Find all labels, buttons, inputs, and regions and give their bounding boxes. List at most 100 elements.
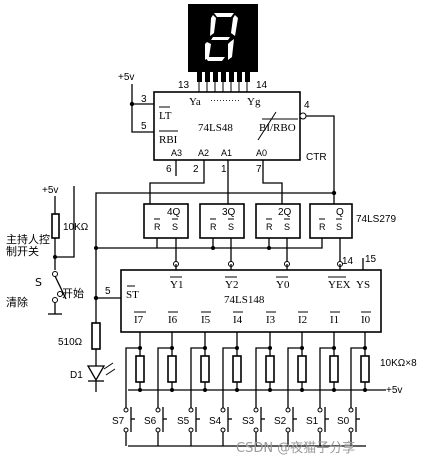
switch-contact xyxy=(285,427,291,433)
r10k-label: 10KΩ xyxy=(63,222,89,233)
switch-branch-wire xyxy=(287,347,302,410)
switch-branch-wire xyxy=(157,347,172,410)
switch-pole[interactable] xyxy=(52,271,58,277)
latch-q: Q R S xyxy=(309,203,353,239)
ya-label: Ya xyxy=(189,96,201,108)
display-pin xyxy=(229,72,234,82)
y0-label: Y0 xyxy=(276,279,290,291)
switch-contact-start xyxy=(57,291,63,297)
chip3-name: 74LS148 xyxy=(224,294,265,306)
pin-5-top-label: 5 xyxy=(141,121,147,132)
start-label: 开始 xyxy=(62,286,84,300)
encoder-output-wires xyxy=(175,264,341,270)
latch-s-label: S xyxy=(172,222,178,232)
bi-rbo-slash xyxy=(257,111,277,141)
d1-label: D1 xyxy=(70,370,83,381)
i5-label: I5 xyxy=(201,314,211,326)
y1-label: Y1 xyxy=(170,279,183,291)
segment-a xyxy=(214,13,234,17)
latch-r-label: R xyxy=(210,222,217,232)
a1-label: A1 xyxy=(221,148,232,158)
switch-contact xyxy=(155,407,161,413)
latch-3q-label: 3Q xyxy=(222,207,236,218)
latch-s-inputs xyxy=(175,238,341,264)
a2-label: A2 xyxy=(198,148,209,158)
switch-contact xyxy=(220,427,226,433)
i3-label: I3 xyxy=(266,314,276,326)
junction-dot xyxy=(129,101,135,107)
latch-r-label: R xyxy=(266,222,273,232)
segment-d xyxy=(205,57,225,61)
pin-14-mid-label: 14 xyxy=(342,256,354,267)
chip1-name: 74LS48 xyxy=(198,122,233,134)
display-pin xyxy=(197,72,202,82)
switch-label-s3: S3 xyxy=(242,416,255,427)
switch-contact xyxy=(348,427,354,433)
dots-label: ·········· xyxy=(210,95,240,105)
segment-e xyxy=(205,42,211,60)
switch-contact xyxy=(253,427,259,433)
display-pin xyxy=(237,72,242,82)
pin-6-label: 6 xyxy=(166,164,172,175)
switch-contact xyxy=(188,407,194,413)
switch-contact xyxy=(155,427,161,433)
junction-dot xyxy=(94,246,98,250)
pin-3-label: 3 xyxy=(141,94,147,105)
latch-r-label: R xyxy=(154,222,161,232)
switch-branch-wire xyxy=(319,347,334,410)
latch-s-label: S xyxy=(336,222,342,232)
i0-label: I0 xyxy=(361,314,371,326)
switch-label-s5: S5 xyxy=(177,416,190,427)
switch-blade[interactable] xyxy=(54,275,67,300)
latch-2q-label: 2Q xyxy=(278,207,292,218)
rbi-label: RBI xyxy=(159,134,178,146)
switch-contact xyxy=(285,407,291,413)
switch-contact xyxy=(188,427,194,433)
switch-label-s2: S2 xyxy=(274,416,287,427)
pin-4-label: 4 xyxy=(304,100,310,111)
rail-to-latches xyxy=(95,192,334,323)
pin-2-label: 2 xyxy=(193,164,199,175)
pullup-resistor xyxy=(167,355,177,383)
plus5v-top-label: +5v xyxy=(118,72,134,83)
switch-contact xyxy=(317,427,323,433)
st-label: ST xyxy=(126,289,139,301)
i7-label: I7 xyxy=(134,314,144,326)
latch-2q: 2Q R S xyxy=(255,203,301,239)
switch-contact xyxy=(253,407,259,413)
r10kx8-label: 10KΩ×8 xyxy=(380,358,417,369)
latch-s-label: S xyxy=(228,222,234,232)
segment-c xyxy=(228,39,234,60)
switch-label-s4: S4 xyxy=(209,416,222,427)
bi-rbo-bubble xyxy=(299,112,307,120)
led-ray xyxy=(105,368,116,376)
rbi-wire xyxy=(131,104,154,133)
i6-label: I6 xyxy=(168,314,178,326)
watermark: CSDN @夜猫子分享 xyxy=(236,440,355,456)
junction-dot xyxy=(267,246,271,250)
host-switch-label-box: 主持人控制开关 xyxy=(6,234,50,258)
led-ray xyxy=(103,362,114,370)
latch-4q-label: 4Q xyxy=(167,207,181,218)
input-array xyxy=(123,332,370,446)
pullup-resistor xyxy=(135,355,145,383)
switch-contact xyxy=(123,427,129,433)
display-pin xyxy=(213,72,218,82)
pullup-resistor xyxy=(200,355,210,383)
resistor-510 xyxy=(91,322,101,350)
latch-3q: 3Q R S xyxy=(199,203,245,239)
chip-74ls148 xyxy=(120,269,382,333)
switch-contact xyxy=(348,407,354,413)
switch-contact xyxy=(317,407,323,413)
switch-contact xyxy=(123,407,129,413)
segment-bus xyxy=(198,82,248,92)
i2-label: I2 xyxy=(298,314,307,326)
a0-label: A0 xyxy=(256,148,267,158)
display-digit: 8 xyxy=(0,0,6,3)
display-pin xyxy=(205,72,210,82)
pin-14-top-label: 14 xyxy=(256,80,268,91)
switch-branch-wire xyxy=(190,347,205,410)
switch-branch-wire xyxy=(125,347,140,410)
